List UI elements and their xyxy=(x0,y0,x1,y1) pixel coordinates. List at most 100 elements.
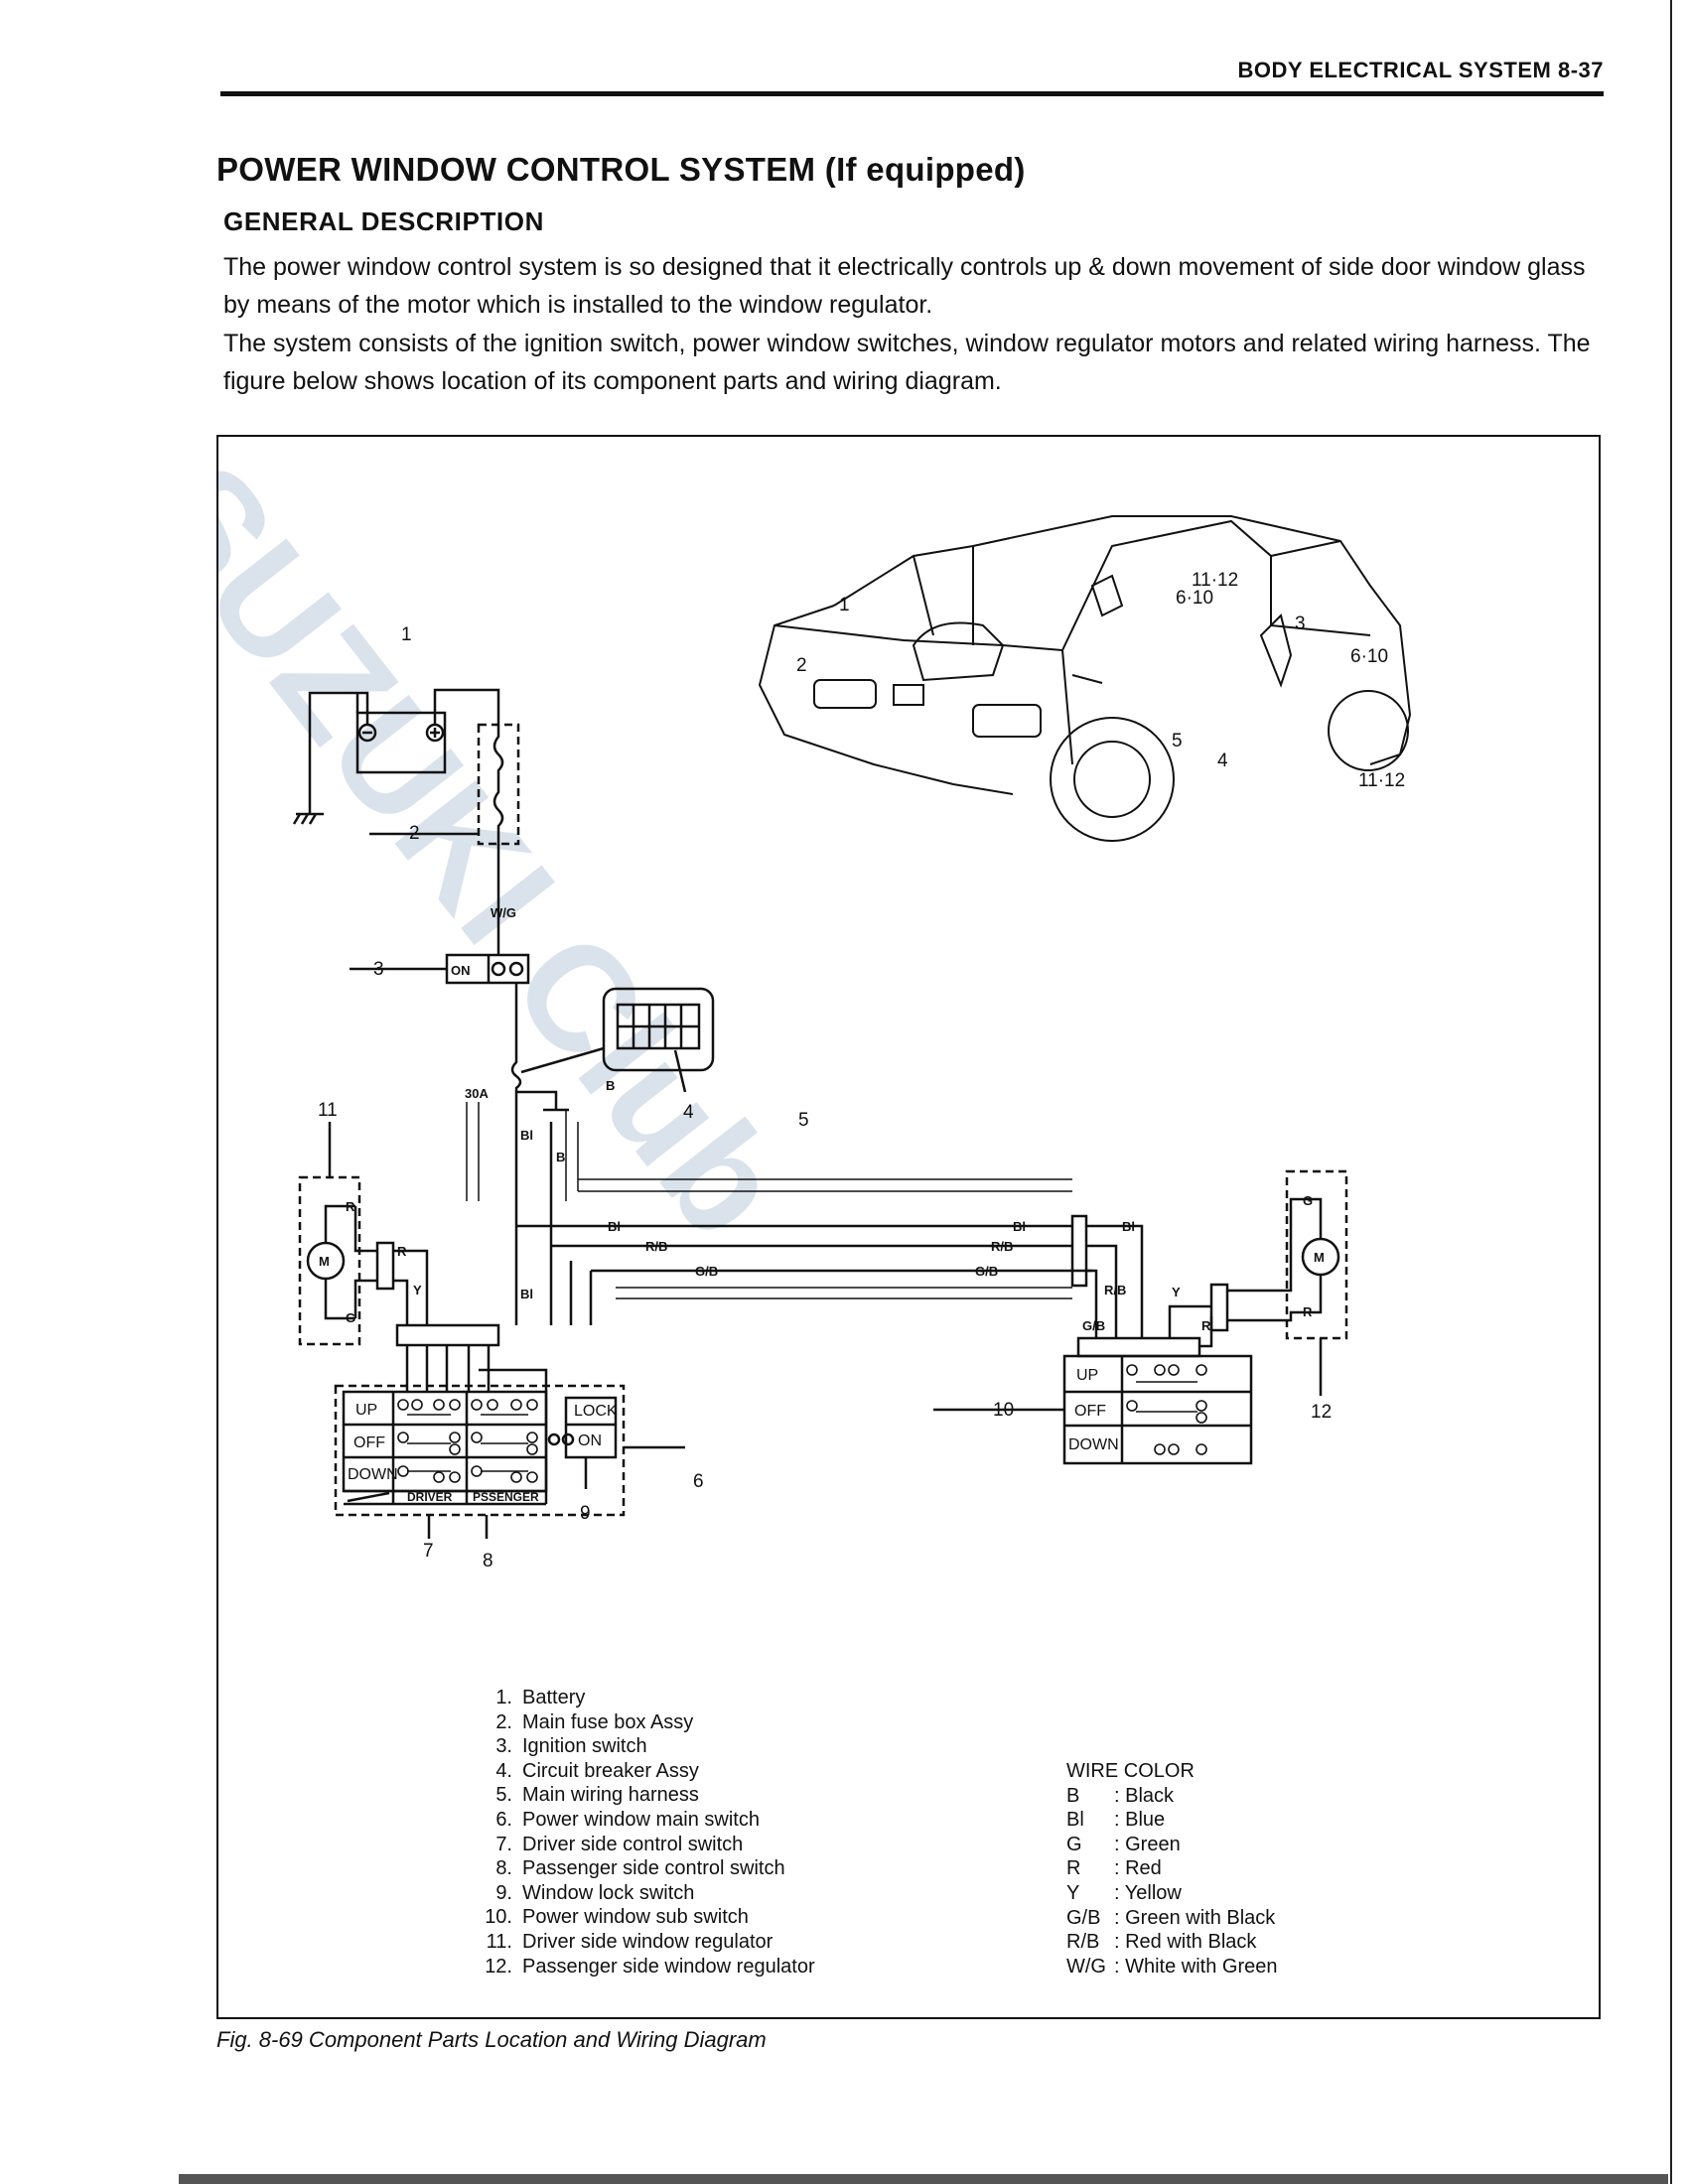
wire-desc: : Green xyxy=(1114,1833,1181,1855)
wire-code: G xyxy=(1066,1833,1082,1855)
legend-text: Power window sub switch xyxy=(522,1906,749,1929)
wiring-diagram: SUZUKI Club xyxy=(114,433,1412,1571)
callout-8: 8 xyxy=(483,1551,493,1571)
main-switch-up: UP xyxy=(355,1402,377,1419)
legend-item: 5.Main wiring harness xyxy=(469,1783,815,1808)
legend-item: 6.Power window main switch xyxy=(469,1808,815,1833)
wire-code: Bl xyxy=(1066,1809,1084,1832)
battery xyxy=(292,688,500,825)
car-callout-11-12-a: 11·12 xyxy=(1192,570,1238,591)
sub-switch-off: OFF xyxy=(1074,1403,1106,1420)
callout-3: 3 xyxy=(373,959,384,980)
legend-item: 4.Circuit breaker Assy xyxy=(469,1759,815,1784)
legend-text: Main fuse box Assy xyxy=(522,1710,694,1733)
wire-label-g-motor: G xyxy=(346,1310,355,1325)
wire-color-item: G/B: Green with Black xyxy=(1066,1906,1278,1931)
legend-item: 8.Passenger side control switch xyxy=(469,1856,815,1881)
wire-color-heading: WIRE COLOR xyxy=(1066,1760,1195,1782)
wire-code: B xyxy=(1066,1784,1080,1807)
driver-label: DRIVER xyxy=(407,1490,453,1504)
wire-label-gb-2: G/B xyxy=(975,1264,998,1279)
harness-wires xyxy=(514,1122,1072,1325)
wire-color-item: Bl : Blue xyxy=(1066,1808,1278,1833)
legend-num: 1. xyxy=(495,1687,512,1708)
ignition-switch xyxy=(350,893,530,1052)
sub-switch-up: UP xyxy=(1076,1367,1098,1384)
wire-label-bl-3: Bl xyxy=(608,1219,621,1234)
figure-box: SUZUKI Club xyxy=(114,433,1601,2019)
power-window-main-switch xyxy=(334,1345,685,1539)
wire-desc: : Green with Black xyxy=(1114,1906,1276,1929)
wire-label-rb-2: R/B xyxy=(991,1239,1013,1254)
legend-num: 7. xyxy=(495,1833,512,1855)
wire-code: R/B xyxy=(1066,1931,1100,1954)
section-name: BODY ELECTRICAL SYSTEM xyxy=(1237,58,1552,82)
legend-item: 7. Driver side control switch xyxy=(469,1833,815,1857)
wire-color-legend: WIRE COLOR B : Black Bl : Blue G : Green R:… xyxy=(1066,1759,1278,1979)
legend-text: Window lock switch xyxy=(522,1881,695,1904)
wire-desc: : Red with Black xyxy=(1114,1931,1257,1954)
car-callout-3: 3 xyxy=(1295,614,1306,634)
car-callout-2: 2 xyxy=(796,655,807,676)
running-header: BODY ELECTRICAL SYSTEM 8-37 xyxy=(1092,58,1604,83)
legend-num: 12. xyxy=(485,1955,512,1978)
callout-2: 2 xyxy=(409,823,420,844)
callout-9: 9 xyxy=(580,1503,591,1524)
legend-text: Driver side control switch xyxy=(522,1833,744,1855)
breaker-rating: 30A xyxy=(465,1086,489,1101)
wire-label-b-2: B xyxy=(556,1150,565,1164)
main-switch-down: DOWN xyxy=(348,1466,398,1483)
legend-text: Battery xyxy=(522,1687,586,1708)
main-switch-off: OFF xyxy=(353,1434,385,1451)
car-callout-1: 1 xyxy=(839,595,850,615)
wire-color-item: Y: Yellow xyxy=(1066,1881,1278,1906)
wire-label-wg: W/G xyxy=(491,905,516,920)
lock-switch-on: ON xyxy=(578,1433,602,1449)
car-callout-6-10-a: 6·10 xyxy=(1176,588,1213,609)
wire-desc: : Yellow xyxy=(1114,1881,1182,1904)
callout-7: 7 xyxy=(423,1541,434,1562)
wire-label-bl-1: Bl xyxy=(520,1128,533,1143)
wire-label-y-1: Y xyxy=(413,1283,422,1297)
legend-item: 10. Power window sub switch xyxy=(469,1905,815,1930)
wire-label-gb-3: G/B xyxy=(1082,1318,1105,1333)
wire-label-r-motor: R xyxy=(346,1199,355,1214)
legend-num: 10. xyxy=(485,1906,512,1929)
callout-1: 1 xyxy=(401,624,412,645)
wire-desc: : Blue xyxy=(1114,1809,1166,1832)
legend-text: Driver side window regulator xyxy=(522,1930,774,1953)
wire-label-g-motor-2: G xyxy=(1303,1193,1313,1208)
legend-text: Power window main switch xyxy=(522,1808,760,1831)
diagram-labels: 1 2 3 4 5 6 7 8 9 10 11 12 1 2 3 4 5 6·1… xyxy=(318,570,1405,1571)
wire-label-rb-1: R/B xyxy=(645,1239,667,1254)
callout-12: 12 xyxy=(1311,1402,1332,1423)
description-paragraph-2: The system consists of the ignition swit… xyxy=(223,330,1591,395)
page-bottom-band xyxy=(179,2174,1668,2184)
legend-num: 11. xyxy=(486,1930,512,1953)
legend-text: Ignition switch xyxy=(522,1735,647,1758)
legend-item: 2.Main fuse box Assy xyxy=(469,1710,815,1735)
wire-code: R xyxy=(1066,1857,1081,1880)
page-number: 8-37 xyxy=(1557,58,1604,82)
wire-label-r-motor-2: R xyxy=(1303,1304,1313,1319)
legend-item: 3.Ignition switch xyxy=(469,1734,815,1759)
wire-color-item: R/B : Red with Black xyxy=(1066,1930,1278,1955)
section-subtitle: GENERAL DESCRIPTION xyxy=(223,206,544,236)
wire-label-bl-2: Bl xyxy=(520,1287,533,1301)
wire-desc: : Black xyxy=(1114,1784,1175,1807)
wire-color-item: W/G: White with Green xyxy=(1066,1955,1278,1979)
wire-color-item: G : Green xyxy=(1066,1833,1278,1857)
legend-text: Passenger side window regulator xyxy=(522,1955,815,1978)
ignition-on-label: ON xyxy=(451,963,471,978)
callout-10: 10 xyxy=(993,1400,1014,1421)
wire-color-item: R: Red xyxy=(1066,1856,1278,1881)
wire-desc: : White with Green xyxy=(1114,1955,1278,1978)
wire-label-b-top: B xyxy=(606,1078,615,1093)
wire-label-gb-1: G/B xyxy=(695,1264,718,1279)
legend-item: 12. Passenger side window regulator xyxy=(469,1955,815,1979)
driver-motor-symbol: M xyxy=(319,1254,330,1269)
description-paragraph-1: The power window control system is so de… xyxy=(223,253,1586,319)
figure-caption: Fig. 8-69 Component Parts Location and W… xyxy=(216,2027,767,2052)
passenger-label: PSSENGER xyxy=(473,1490,539,1504)
legend-num: 5. xyxy=(495,1784,512,1807)
